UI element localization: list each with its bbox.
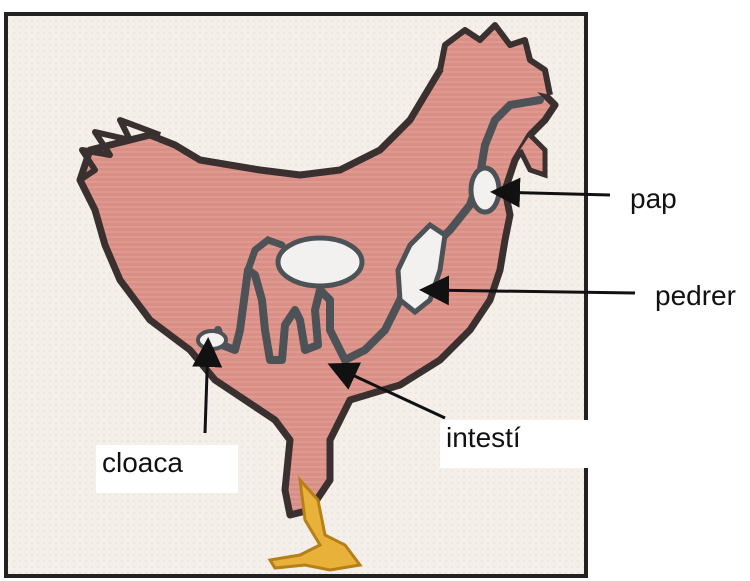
label-cloaca: cloaca [96, 445, 238, 493]
label-intesti: intestí [440, 420, 592, 468]
label-pedrer: pedrer [655, 282, 736, 310]
crop-organ [471, 168, 499, 212]
cloaca-organ [198, 331, 226, 349]
label-pap: pap [630, 185, 677, 213]
liver-organ [278, 238, 362, 286]
